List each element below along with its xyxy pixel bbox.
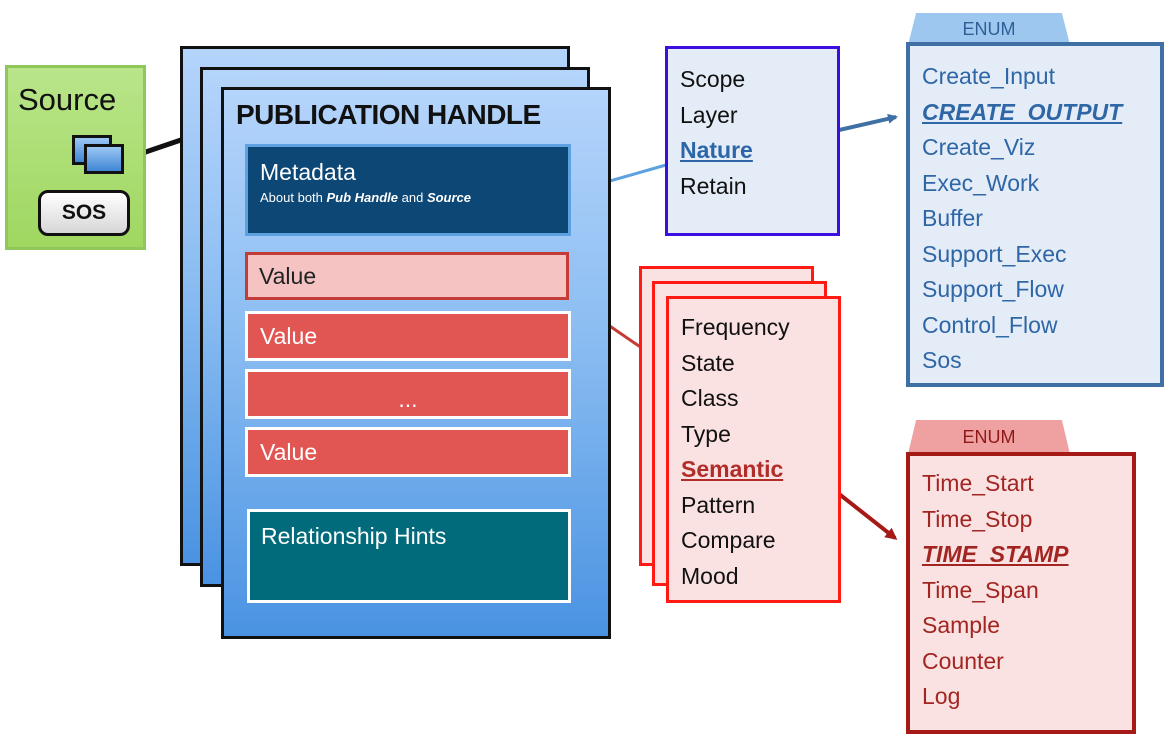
- attribute-scope: Scope: [680, 66, 746, 92]
- metadata-subtitle-prefix: About both: [260, 190, 327, 205]
- nature-enum-tab: ENUM: [908, 13, 1070, 45]
- attribute-nature: Nature: [680, 137, 753, 163]
- value-row-ellipsis: ...: [245, 369, 571, 419]
- enum-item: Time_Span: [922, 576, 1039, 603]
- nature-enum-box: Create_Input CREATE_OUTPUT Create_Viz Ex…: [906, 42, 1164, 387]
- enum-item: Create_Input: [922, 63, 1055, 89]
- value-row-selected: Value: [245, 252, 569, 300]
- enum-item: Support_Exec: [922, 240, 1067, 267]
- attribute-layer: Layer: [680, 101, 738, 128]
- metadata-title: Metadata: [260, 159, 356, 185]
- enum-item: Sos: [922, 347, 962, 373]
- enum-item-selected: CREATE_OUTPUT: [922, 98, 1123, 125]
- attribute-semantic: Semantic: [681, 456, 784, 482]
- semantic-enum-tab: ENUM: [908, 420, 1070, 454]
- metadata-subtitle-mid: and: [398, 190, 427, 205]
- enum-item: Control_Flow: [922, 311, 1058, 338]
- value-row: Value: [245, 427, 571, 477]
- source-title: Source: [18, 82, 117, 117]
- attribute-state: State: [681, 349, 735, 376]
- sos-button: SOS: [38, 190, 130, 236]
- pub-handle-title: PUBLICATION HANDLE: [236, 99, 541, 130]
- attribute-type: Type: [681, 420, 731, 447]
- enum-item: Counter: [922, 647, 1004, 674]
- enum-item: Create_Viz: [922, 134, 1036, 160]
- enum-item: Support_Flow: [922, 276, 1064, 302]
- enum-item: Exec_Work: [922, 169, 1040, 196]
- enum-item: Sample: [922, 612, 1000, 638]
- sos-label: SOS: [61, 201, 107, 224]
- attribute-compare: Compare: [681, 527, 776, 553]
- value-attributes-box: Frequency State Class Type Semantic Patt…: [666, 296, 841, 603]
- metadata-attributes-box: Scope Layer Nature Retain: [665, 46, 840, 236]
- value-row: Value: [245, 311, 571, 361]
- metadata-subtitle-source: Source: [426, 190, 472, 205]
- enum-item: Log: [922, 683, 961, 709]
- metadata-subtitle-pub-handle: Pub Handle: [326, 190, 399, 205]
- semantic-enum-box: Time_Start Time_Stop TIME_STAMP Time_Spa…: [906, 452, 1136, 734]
- attribute-pattern: Pattern: [681, 491, 756, 518]
- attribute-retain: Retain: [680, 172, 747, 199]
- source-card-icon-front: [84, 144, 124, 174]
- enum-item: Time_Start: [922, 470, 1034, 496]
- enum-item: Buffer: [922, 205, 983, 231]
- metadata-subtitle: About both Pub Handle and Source: [260, 190, 556, 205]
- attribute-mood: Mood: [681, 562, 739, 589]
- attribute-frequency: Frequency: [681, 314, 790, 340]
- relationship-hints-box: Relationship Hints: [247, 509, 571, 603]
- enum-item-selected: TIME_STAMP: [922, 541, 1069, 567]
- attribute-class: Class: [681, 385, 739, 411]
- metadata-box: Metadata About both Pub Handle and Sourc…: [245, 144, 571, 236]
- enum-item: Time_Stop: [922, 505, 1033, 532]
